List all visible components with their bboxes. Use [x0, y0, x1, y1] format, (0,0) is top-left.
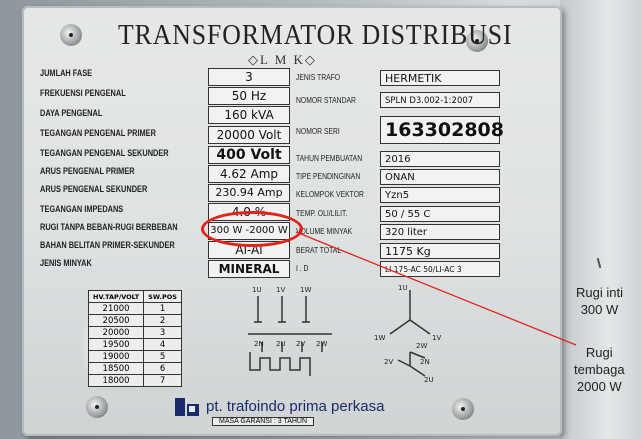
- label-frekuensi: FREKUENSI PENGENAL: [40, 88, 126, 98]
- annotation-iron-loss-text: Rugi inti 300 W: [576, 285, 623, 317]
- annotation-copper-loss: Rugi tembaga 2000 W: [574, 344, 625, 395]
- vec-1u: 1U: [398, 284, 408, 292]
- value-arus-primer: 4.62 Amp: [208, 165, 290, 183]
- label-tegangan-primer: TEGANGAN PENGENAL PRIMER: [40, 128, 156, 138]
- vector-diagram: 1U 1W 1V 2W 2V 2N 2U: [374, 284, 441, 384]
- label-jenis-trafo: JENIS TRAFO: [296, 72, 341, 82]
- screw-top-right: [466, 30, 488, 52]
- value-arus-sekunder: 230.94 Amp: [208, 184, 290, 202]
- vec-2u: 2U: [424, 376, 434, 384]
- terminal-diagram: 1U 1V 1W 2N 2U 2V 2W: [248, 286, 332, 376]
- tap-volt: 19000: [87, 350, 145, 363]
- highlight-ellipse: [201, 211, 303, 247]
- vec-2w: 2W: [416, 342, 427, 350]
- tap-volt: 18500: [87, 362, 145, 375]
- value-jumlah-fase: 3: [208, 68, 290, 86]
- annotation-copper-loss-text: Rugi tembaga 2000 W: [574, 345, 625, 394]
- manufacturer-name: pt. trafoindo prima perkasa: [206, 398, 385, 415]
- annotation-iron-loss: Rugi inti 300 W: [576, 284, 623, 318]
- tap-volt: 20000: [87, 326, 145, 339]
- value-jenis-trafo: HERMETIK: [380, 70, 500, 86]
- tap-pos: 4: [143, 338, 182, 351]
- value-frekuensi: 50 Hz: [208, 87, 290, 105]
- term-2w: 2W: [316, 340, 327, 348]
- term-1w: 1W: [300, 286, 311, 294]
- tap-pos: 3: [143, 326, 182, 339]
- label-impedans: TEGANGAN IMPEDANS: [40, 204, 124, 214]
- value-tahun: 2016: [380, 151, 500, 167]
- value-nomor-standar: SPLN D3.002-1:2007: [380, 92, 500, 108]
- screw-top-left: [60, 24, 82, 46]
- label-nomor-seri: NOMOR SERI: [296, 126, 340, 136]
- term-2v: 2V: [296, 340, 305, 348]
- lmk-logo: ◇L M K◇: [248, 52, 317, 67]
- value-tegangan-primer: 20000 Volt: [208, 126, 290, 144]
- label-tahun: TAHUN PEMBUATAN: [296, 153, 363, 163]
- vec-2n: 2N: [420, 358, 430, 366]
- label-berat-total: BERAT TOTAL: [296, 245, 342, 255]
- value-tegangan-sekunder: 400 Volt: [208, 146, 290, 164]
- term-2n: 2N: [254, 340, 264, 348]
- label-jenis-minyak: JENIS MINYAK: [40, 258, 92, 268]
- value-kelompok-vektor: Yzn5: [380, 187, 500, 203]
- label-tegangan-sekunder: TEGANGAN PENGENAL SEKUNDER: [40, 148, 169, 158]
- guarantee-label: MASA GARANSI : 3 TAHUN: [212, 417, 315, 426]
- label-rugi: RUGI TANPA BEBAN-RUGI BERBEBAN: [40, 222, 178, 232]
- vec-1v: 1V: [432, 334, 441, 342]
- tap-pos: 2: [143, 314, 182, 327]
- label-jumlah-fase: JUMLAH FASE: [40, 68, 93, 78]
- tap-pos: 1: [143, 302, 182, 315]
- label-id: I . D: [296, 263, 309, 273]
- term-1v: 1V: [276, 286, 285, 294]
- label-nomor-standar: NOMOR STANDAR: [296, 95, 356, 105]
- value-volume-minyak: 320 liter: [380, 224, 500, 240]
- tap-header-pos: SW.POS: [143, 290, 182, 303]
- value-jenis-minyak: MINERAL: [208, 260, 290, 278]
- value-nomor-seri: 163302808: [380, 116, 504, 144]
- value-daya: 160 kVA: [208, 106, 290, 124]
- tap-volt: 19500: [87, 338, 145, 351]
- tap-pos: 6: [143, 362, 182, 375]
- term-1u: 1U: [252, 286, 262, 294]
- screw-bottom-right: [452, 398, 474, 420]
- value-temp: 50 / 55 C: [380, 206, 500, 222]
- tap-header-volt: HV.TAP/VOLT: [87, 290, 145, 303]
- value-id: LI 175-AC 50/LI-AC 3: [380, 261, 500, 277]
- term-2u: 2U: [276, 340, 286, 348]
- nameplate-title: TRANSFORMATOR DISTRIBUSI: [118, 20, 513, 51]
- tap-volt: 21000: [87, 302, 145, 315]
- value-berat-total: 1175 Kg: [380, 243, 500, 259]
- trafoindo-logo-icon: [175, 398, 199, 416]
- value-tipe-pendinginan: ONAN: [380, 169, 500, 185]
- label-arus-primer: ARUS PENGENAL PRIMER: [40, 166, 135, 176]
- label-tipe-pendinginan: TIPE PENDINGINAN: [296, 171, 361, 181]
- tap-volt: 18000: [87, 374, 145, 387]
- label-volume-minyak: VOLUME MINYAK: [296, 226, 353, 236]
- label-arus-sekunder: ARUS PENGENAL SEKUNDER: [40, 184, 148, 194]
- label-bahan-belitan: BAHAN BELITAN PRIMER-SEKUNDER: [40, 240, 175, 250]
- tap-pos: 5: [143, 350, 182, 363]
- label-temp: TEMP. OLI/LILIT.: [296, 208, 348, 218]
- tap-volt: 20500: [87, 314, 145, 327]
- screw-bottom-left: [86, 396, 108, 418]
- background-wall: [560, 0, 641, 439]
- label-kelompok-vektor: KELOMPOK VEKTOR: [296, 189, 364, 199]
- tap-pos: 7: [143, 374, 182, 387]
- vec-2v: 2V: [384, 358, 393, 366]
- label-daya: DAYA PENGENAL: [40, 108, 103, 118]
- vec-1w: 1W: [374, 334, 385, 342]
